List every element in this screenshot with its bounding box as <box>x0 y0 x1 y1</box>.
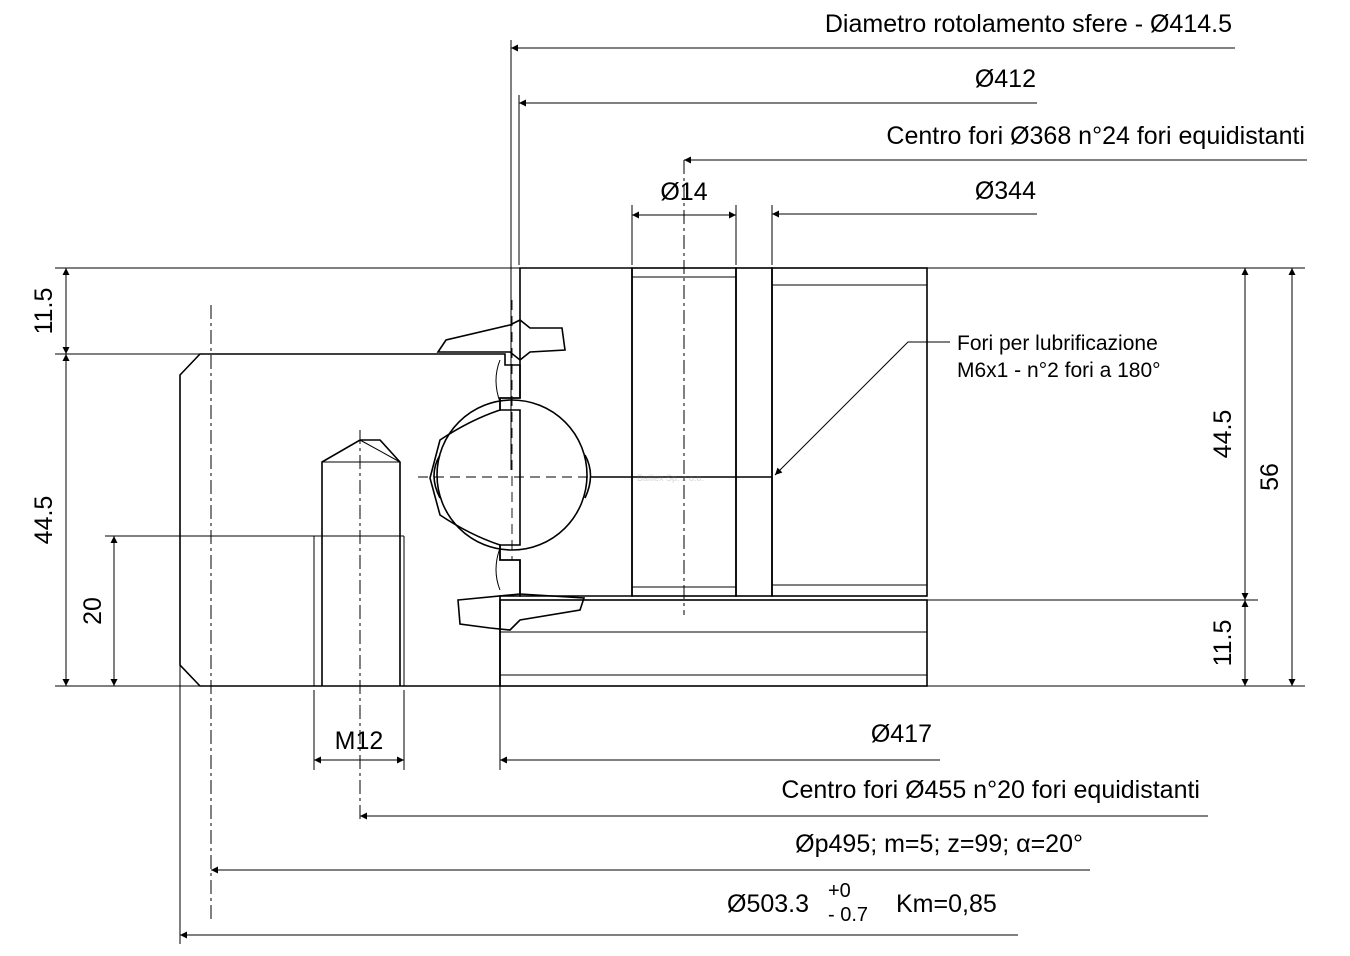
bottom-dimensions <box>179 665 1208 944</box>
ball <box>433 359 592 591</box>
thread-m12-label: M12 <box>335 727 384 755</box>
height-56-label: 56 <box>1256 463 1284 491</box>
height-44-5-right-label: 44.5 <box>1209 410 1237 459</box>
left-dimensions <box>55 267 1305 687</box>
seal-bottom <box>457 593 586 631</box>
height-20-label: 20 <box>79 597 107 625</box>
watermark-text: Bailiex Sp. z o.o. <box>637 473 704 483</box>
height-44-5-left-label: 44.5 <box>30 496 58 545</box>
gear-data-label: Øp495; m=5; z=99; α=20° <box>795 830 1083 858</box>
right-dimensions <box>927 267 1305 686</box>
tolerance-upper-label: +0 <box>828 880 851 902</box>
d412-label: Ø412 <box>975 65 1036 93</box>
inner-ring-bore <box>771 267 928 597</box>
d417-label: Ø417 <box>871 720 932 748</box>
height-11-5-top-label: 11.5 <box>30 288 58 335</box>
ball-race-diameter-label: Diametro rotolamento sfere - Ø414.5 <box>825 10 1232 38</box>
outer-ring-section <box>179 353 521 687</box>
outer-diameter-label: Ø503.3 <box>727 890 809 918</box>
top-dimensions <box>510 40 1307 470</box>
seal-top <box>436 319 566 362</box>
holes-inner-label: Centro fori Ø368 n°24 fori equidistanti <box>886 122 1305 150</box>
seals <box>436 319 586 631</box>
height-11-5-bottom-label: 11.5 <box>1209 620 1237 667</box>
holes-outer-label: Centro fori Ø455 n°20 fori equidistanti <box>781 776 1200 804</box>
d344-label: Ø344 <box>975 177 1036 205</box>
tolerance-lower-label: - 0.7 <box>828 904 868 926</box>
lubrication-label-line2: M6x1 - n°2 fori a 180° <box>957 359 1161 382</box>
inner-ring-hole-wall <box>735 267 773 597</box>
outer-ring <box>179 353 521 687</box>
center-lines <box>210 160 772 920</box>
inner-ring-section-hatched <box>499 267 633 597</box>
km-label: Km=0,85 <box>896 890 997 918</box>
lubrication-label-line1: Fori per lubrificazione <box>957 332 1158 355</box>
hole-14-label: Ø14 <box>660 178 707 206</box>
